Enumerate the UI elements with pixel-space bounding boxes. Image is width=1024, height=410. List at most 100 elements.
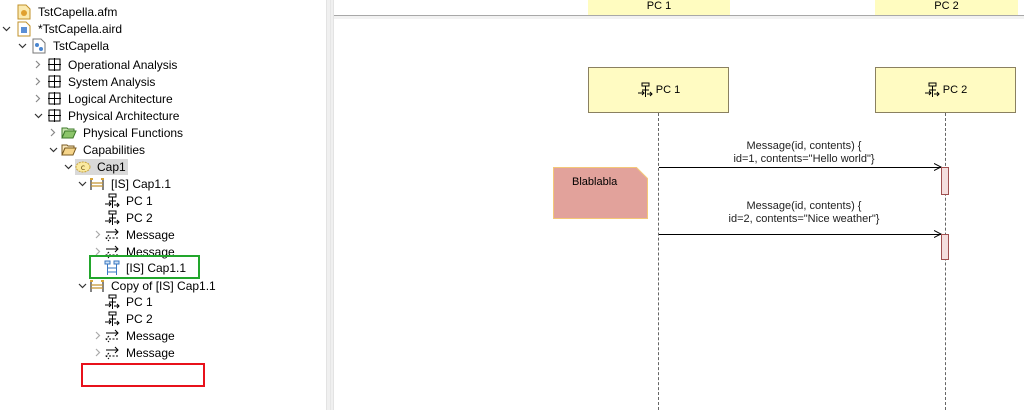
- no-toggle: [92, 293, 104, 310]
- tree-item-label: Capabilities: [83, 142, 146, 157]
- physical-component-icon: [104, 311, 120, 327]
- tree-item-label: TstCapella.afm: [38, 4, 118, 19]
- expanded-chevron-icon[interactable]: [47, 141, 59, 158]
- tree-item-operational-analysis[interactable]: Operational Analysis: [32, 56, 179, 73]
- lifeline-pc2[interactable]: [945, 113, 947, 410]
- note-fold-corner: [636, 167, 648, 179]
- note-blablabla[interactable]: Blablabla: [553, 167, 648, 219]
- folder-green-icon: [61, 125, 77, 141]
- lifeline-pc2-head[interactable]: PC 2: [875, 67, 1016, 113]
- no-toggle: [92, 192, 104, 209]
- tree-item-label: PC 2: [126, 210, 153, 225]
- collapsed-chevron-icon[interactable]: [92, 226, 104, 243]
- tree-item-label: [IS] Cap1.1: [111, 176, 172, 191]
- tree-item-scenario-is-cap1-1[interactable]: [IS] Cap1.1: [76, 175, 173, 192]
- physical-component-icon: [104, 193, 120, 209]
- scenario-icon: [89, 278, 105, 294]
- collapsed-chevron-icon[interactable]: [32, 90, 44, 107]
- tree-item-label: System Analysis: [68, 74, 156, 89]
- header-shadow: [334, 16, 1024, 19]
- panel-splitter[interactable]: [326, 0, 334, 410]
- architecture-grid-icon: [46, 108, 62, 124]
- expanded-chevron-icon[interactable]: [62, 158, 74, 175]
- lifeline-pc1-head[interactable]: PC 1: [588, 67, 729, 113]
- tree-item-afm-file[interactable]: TstCapella.afm: [0, 3, 119, 20]
- tree-item-pc1-copy[interactable]: PC 1: [92, 293, 155, 310]
- tree-item-label: Physical Functions: [83, 125, 184, 140]
- model-explorer-tree: TstCapella.afm *TstCapella.aird TstCapel…: [0, 0, 326, 410]
- tree-item-cap1[interactable]: c Cap1: [62, 158, 128, 175]
- tree-item-message-1[interactable]: Message: [92, 226, 177, 243]
- tree-item-message-copy-1[interactable]: Message: [92, 327, 177, 344]
- sequence-diagram-canvas[interactable]: PC 1 PC 2 PC 1 PC 2 Blablabla Message(id…: [334, 0, 1024, 410]
- tree-item-scenario-copy-of-is-cap1-1[interactable]: Copy of [IS] Cap1.1: [76, 277, 218, 294]
- architecture-grid-icon: [46, 91, 62, 107]
- tree-item-label: Cap1: [95, 158, 128, 175]
- tree-item-label: Logical Architecture: [68, 91, 173, 106]
- lifeline-label: PC 2: [942, 84, 968, 96]
- sequence-diagram-icon: [104, 260, 120, 276]
- expanded-chevron-icon[interactable]: [16, 37, 28, 54]
- message-exchange-icon: [104, 328, 120, 344]
- collapsed-chevron-icon[interactable]: [32, 73, 44, 90]
- tree-item-logical-architecture[interactable]: Logical Architecture: [32, 90, 175, 107]
- afm-file-icon: [16, 4, 32, 20]
- message-1-line2: id=1, contents="Hello world"}: [733, 153, 875, 165]
- expanded-chevron-icon[interactable]: [0, 20, 12, 37]
- tree-item-pc2-copy[interactable]: PC 2: [92, 310, 155, 327]
- tree-item-label: Message: [126, 345, 175, 360]
- red-highlight-box: [81, 363, 205, 387]
- message-1-line1: Message(id, contents) {: [746, 140, 862, 152]
- tree-item-label: TstCapella: [53, 38, 110, 53]
- collapsed-chevron-icon[interactable]: [92, 243, 104, 260]
- architecture-grid-icon: [46, 74, 62, 90]
- tree-item-label: PC 1: [126, 193, 153, 208]
- tree-item-aird-file[interactable]: *TstCapella.aird: [0, 20, 124, 37]
- tree-item-label: Operational Analysis: [68, 57, 178, 72]
- lifeline-header-pc1: PC 1: [588, 0, 730, 15]
- note-text: Blablabla: [572, 176, 618, 188]
- physical-component-icon: [924, 82, 940, 98]
- header-divider: [334, 15, 1024, 16]
- collapsed-chevron-icon[interactable]: [47, 124, 59, 141]
- collapsed-chevron-icon[interactable]: [32, 56, 44, 73]
- collapsed-chevron-icon[interactable]: [92, 344, 104, 361]
- message-exchange-icon: [104, 345, 120, 361]
- tree-item-label: PC 1: [126, 294, 153, 309]
- execution-1[interactable]: [941, 167, 949, 195]
- no-toggle: [92, 310, 104, 327]
- tree-item-physical-functions[interactable]: Physical Functions: [47, 124, 185, 141]
- message-2-label[interactable]: Message(id, contents) { id=2, contents="…: [694, 200, 914, 226]
- message-exchange-icon: [104, 227, 120, 243]
- tree-item-label: Copy of [IS] Cap1.1: [111, 278, 216, 293]
- expanded-chevron-icon[interactable]: [32, 107, 44, 124]
- tree-item-label: [IS] Cap1.1: [126, 260, 187, 275]
- tree-item-label: Message: [126, 227, 175, 242]
- tree-item-label: *TstCapella.aird: [38, 21, 123, 36]
- tree-item-sequence-diagram-is-cap1-1[interactable]: [IS] Cap1.1: [92, 259, 188, 276]
- expanded-chevron-icon[interactable]: [76, 175, 88, 192]
- message-1-arrow[interactable]: [659, 167, 941, 168]
- tree-item-physical-architecture[interactable]: Physical Architecture: [32, 107, 181, 124]
- message-2-line1: Message(id, contents) {: [746, 200, 862, 212]
- tree-item-project[interactable]: TstCapella: [16, 37, 111, 54]
- collapsed-chevron-icon[interactable]: [92, 327, 104, 344]
- scenario-icon: [89, 176, 105, 192]
- no-toggle: [4, 3, 16, 20]
- message-2-line2: id=2, contents="Nice weather"}: [728, 213, 880, 225]
- architecture-grid-icon: [46, 57, 62, 73]
- execution-2[interactable]: [941, 234, 949, 260]
- tree-item-pc2[interactable]: PC 2: [92, 209, 155, 226]
- tree-item-label: PC 2: [126, 311, 153, 326]
- tree-item-system-analysis[interactable]: System Analysis: [32, 73, 157, 90]
- aird-file-icon: [16, 21, 32, 37]
- lifeline-pc1[interactable]: [658, 113, 660, 410]
- tree-item-capabilities[interactable]: Capabilities: [47, 141, 147, 158]
- green-highlight-box: [89, 255, 200, 279]
- message-2-arrow[interactable]: [659, 234, 941, 235]
- tree-item-pc1[interactable]: PC 1: [92, 192, 155, 209]
- physical-component-icon: [104, 210, 120, 226]
- tree-item-message-copy-2[interactable]: Message: [92, 344, 177, 361]
- expanded-chevron-icon[interactable]: [76, 277, 88, 294]
- message-1-label[interactable]: Message(id, contents) { id=1, contents="…: [694, 140, 914, 166]
